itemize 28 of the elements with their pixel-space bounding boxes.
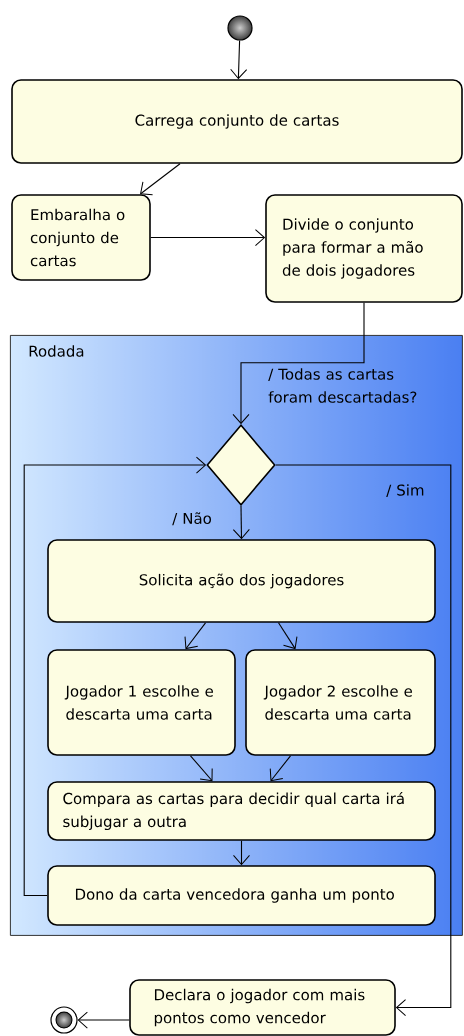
action-box: Declara o jogador com mais pontos como vencedor — [129, 979, 396, 1036]
action-box: Divide o conjunto para formar a mão de dois jogadores — [265, 194, 463, 303]
end-node — [50, 1006, 78, 1034]
arrow — [232, 505, 250, 539]
arrow — [77, 1011, 130, 1029]
action-box: Jogador 2 escolhe e descarta uma carta — [245, 649, 436, 756]
action-box: Carrega conjunto de cartas — [11, 79, 463, 164]
action-box: Compara as cartas para decidir qual carta irá subjugar a outra — [47, 781, 436, 841]
arrow — [23, 456, 206, 897]
decision-diamond — [206, 424, 276, 506]
action-box: Solicita ação dos jogadores — [47, 539, 436, 623]
arrow — [275, 464, 452, 1016]
arrow — [140, 163, 181, 196]
edge-label: / Não — [172, 512, 212, 526]
arrow — [189, 755, 213, 782]
action-box: Jogador 1 escolhe e descarta uma carta — [47, 649, 236, 756]
start-node — [227, 15, 253, 41]
action-box: Dono da carta vencedora ganha um ponto — [47, 865, 436, 926]
arrow — [184, 622, 207, 650]
arrow — [233, 840, 250, 865]
arrow — [150, 229, 265, 246]
action-box: Embaralha o conjunto de cartas — [11, 194, 151, 281]
edge-label: / Sim — [386, 484, 424, 497]
arrow — [269, 755, 292, 782]
arrow — [277, 622, 298, 650]
arrow — [232, 302, 365, 424]
edge-label: / Todas as cartas foram descartadas? — [268, 368, 417, 403]
arrow — [230, 40, 248, 79]
